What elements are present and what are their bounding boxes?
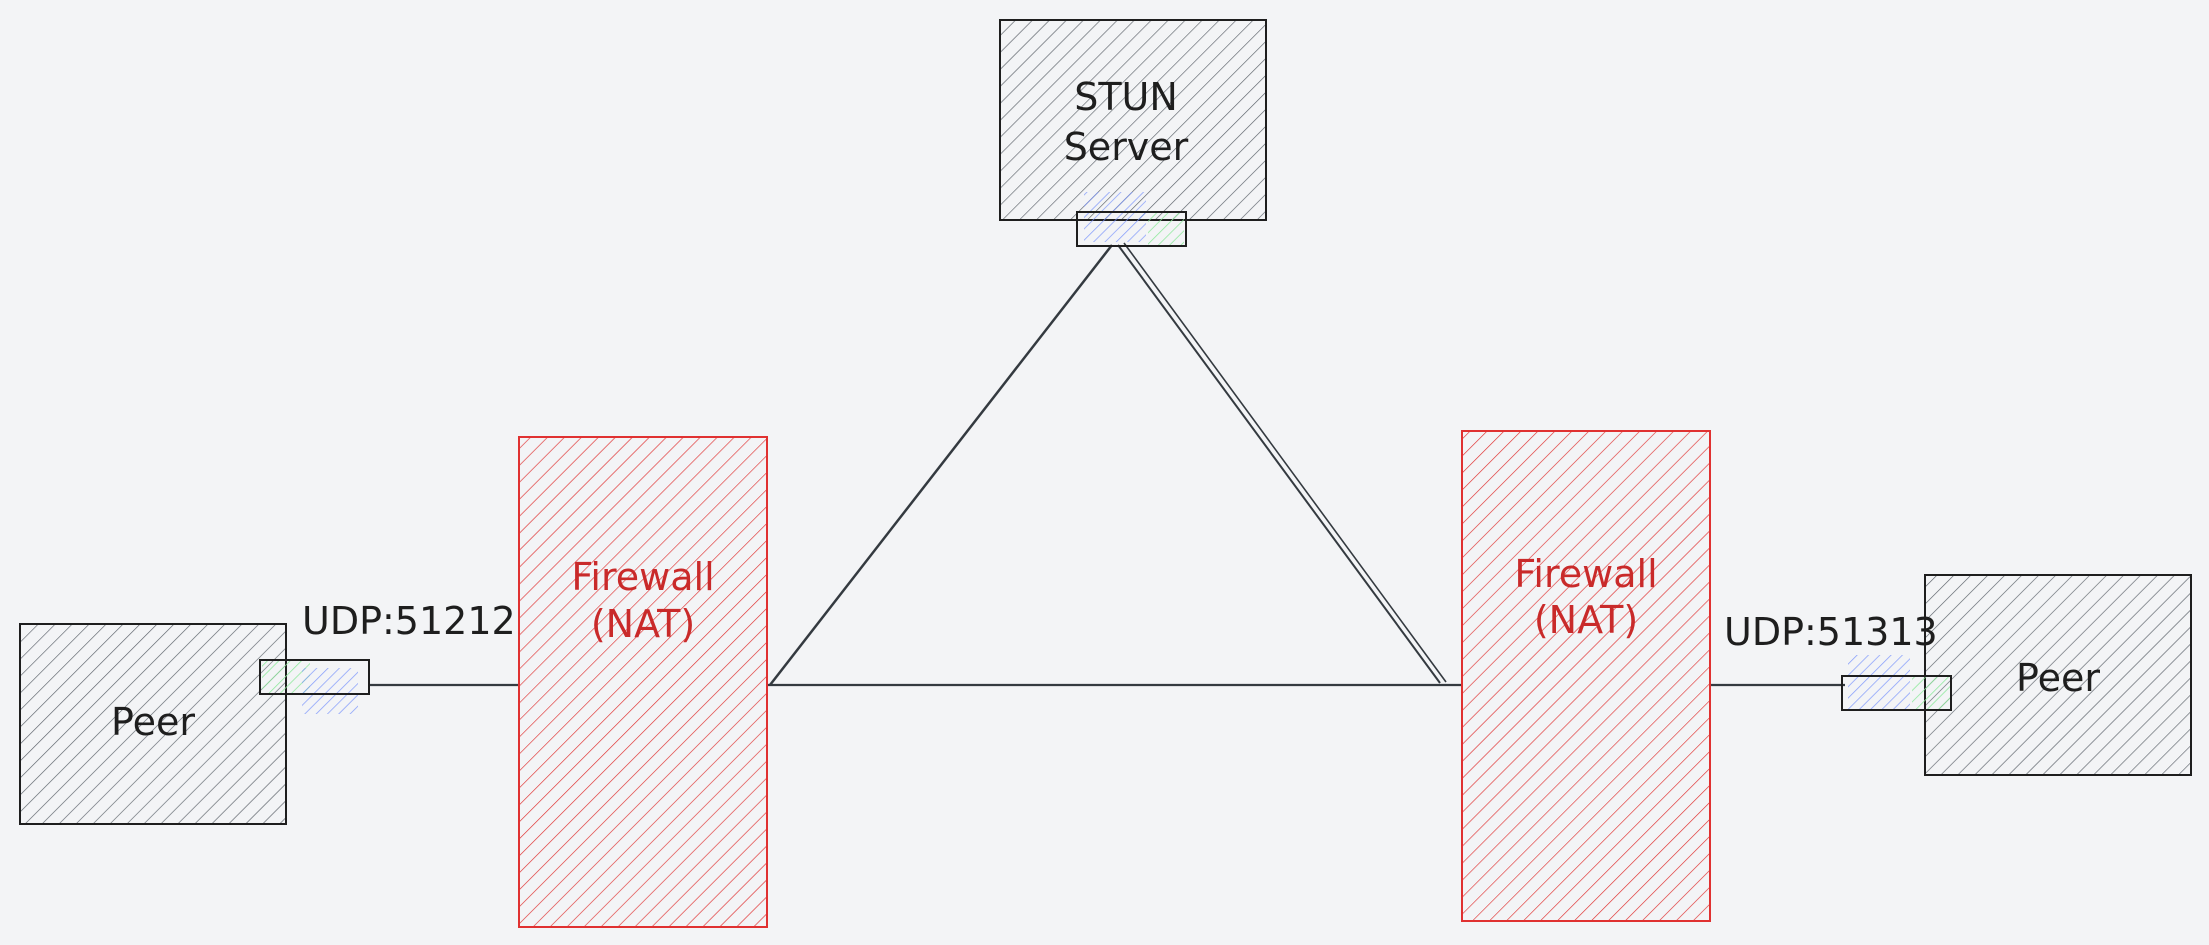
left-firewall-label-line2: (NAT) — [591, 602, 695, 646]
left-peer-port-label: UDP:51212 — [302, 599, 516, 643]
right-firewall: Firewall (NAT) — [1461, 430, 1711, 922]
right-peer-box — [1924, 574, 2192, 776]
right-peer: Peer UDP:51313 — [1724, 574, 2192, 776]
left-peer-port — [259, 659, 370, 714]
right-peer-label: Peer — [2016, 656, 2100, 700]
stun-server-label-line1: STUN — [1074, 75, 1178, 119]
link-left-firewall-to-stun — [769, 244, 1113, 686]
left-firewall-label-line1: Firewall — [571, 555, 714, 599]
right-firewall-label-line1: Firewall — [1514, 552, 1657, 596]
link-stun-to-right-firewall-double — [1123, 242, 1447, 683]
stun-server-box — [999, 19, 1267, 221]
stun-server: STUN Server — [999, 19, 1267, 247]
stun-server-label-line2: Server — [1064, 125, 1189, 169]
link-stun-to-right-firewall — [1117, 244, 1441, 684]
right-firewall-box — [1461, 430, 1711, 922]
left-firewall: Firewall (NAT) — [518, 436, 768, 928]
left-firewall-box — [518, 436, 768, 928]
left-peer: Peer UDP:51212 — [19, 599, 516, 825]
left-peer-box — [19, 623, 287, 825]
stun-server-port — [1076, 192, 1187, 247]
left-peer-label: Peer — [111, 700, 195, 744]
right-firewall-label-line2: (NAT) — [1534, 598, 1638, 642]
right-peer-port — [1841, 655, 1952, 711]
right-peer-port-label: UDP:51313 — [1724, 610, 1938, 654]
